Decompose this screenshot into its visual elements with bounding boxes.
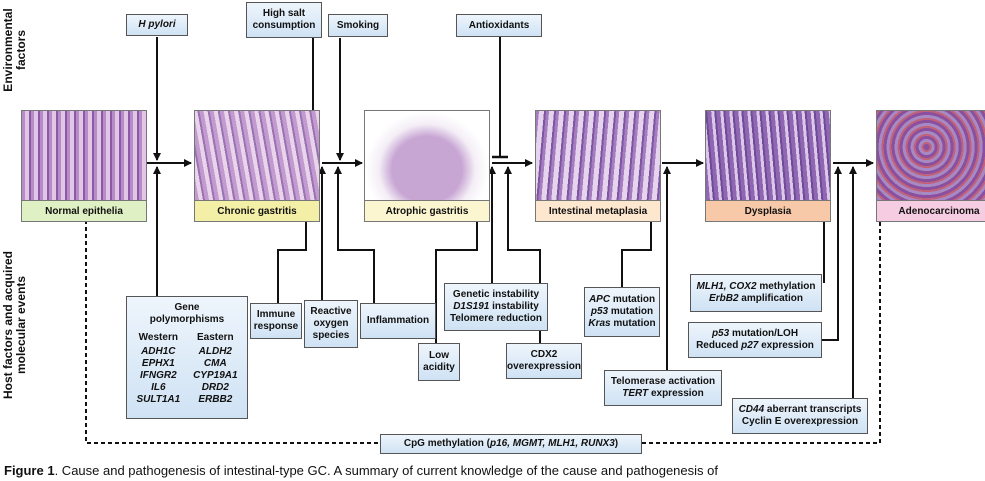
stage-chronic-gastritis: Chronic gastritis [194, 110, 320, 222]
antioxidants-box: Antioxidants [456, 14, 542, 37]
caption-text: . Cause and pathogenesis of intestinal-t… [54, 463, 718, 478]
stage-label: Adenocarcinoma [877, 200, 985, 221]
stage-label: Intestinal metaplasia [536, 200, 660, 221]
stage-label: Normal epithelia [22, 200, 146, 221]
stage-intestinal-metaplasia: Intestinal metaplasia [535, 110, 661, 222]
stage-atrophic-gastritis: Atrophic gastritis [364, 110, 490, 222]
figure-caption: Figure 1. Cause and pathogenesis of inte… [4, 463, 718, 478]
cpg-bracket-right [642, 220, 881, 444]
stage-label: Dysplasia [706, 200, 830, 221]
telomerase-box: Telomerase activation TERT expression [604, 370, 722, 406]
normal-epithelia-histology-image [22, 111, 146, 201]
inflammation-box: Inflammation [360, 303, 436, 339]
cpg-methylation-box: CpG methylation (p16, MGMT, MLH1, RUNX3) [380, 434, 642, 454]
eastern-header: Eastern [196, 332, 234, 343]
figure-number: Figure 1 [4, 463, 55, 478]
stage-label: Atrophic gastritis [365, 200, 489, 221]
dysplasia-histology-image [706, 111, 830, 201]
h-pylori-box: H pylori [126, 14, 188, 36]
western-header: Western [138, 332, 178, 343]
cd44-cyclin-box: CD44 aberrant transcripts Cyclin E overe… [732, 398, 868, 434]
chronic-gastritis-histology-image [195, 111, 319, 201]
intestinal-metaplasia-histology-image [536, 111, 660, 201]
inflammation-arrow [334, 166, 375, 303]
p53loh-arrow [822, 166, 842, 341]
stage-normal-epithelia: Normal epithelia [21, 110, 147, 222]
smoking-box: Smoking [328, 14, 388, 37]
stage-label: Chronic gastritis [195, 200, 319, 221]
stage-adenocarcinoma: Adenocarcinoma [876, 110, 985, 222]
mlh1-cox2-box: MLH1, COX2 methylation ErbB2 amplificati… [690, 274, 822, 312]
stage-dysplasia: Dysplasia [705, 110, 831, 222]
p53-loh-box: p53 mutation/LOH Reduced p27 expression [688, 322, 822, 358]
apc-p53-kras-box: APC mutation p53 mutation Kras mutation [584, 287, 660, 337]
genetic-instability-box: Genetic instability D1S191 instability T… [444, 283, 548, 331]
atrophic-gastritis-histology-image [365, 111, 489, 201]
adenocarcinoma-histology-image [877, 111, 985, 201]
